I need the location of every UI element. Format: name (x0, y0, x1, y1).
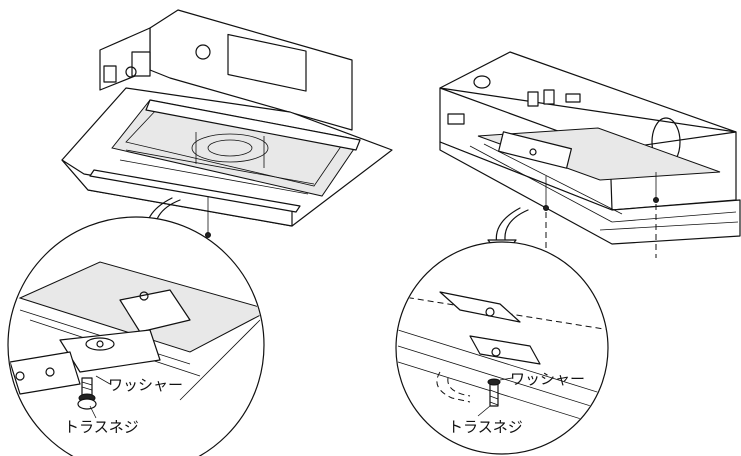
right-detail-circle: ワッシャー トラスネジ (395, 241, 609, 455)
left-screw-label: トラスネジ (64, 418, 139, 436)
right-washer-label: ワッシャー (510, 370, 585, 388)
left-washer-label: ワッシャー (108, 376, 183, 394)
left-screw-icon (77, 377, 97, 410)
left-unit-side-fittings (103, 51, 151, 83)
right-screw-icon (487, 378, 501, 407)
right-unit-fittings (447, 75, 581, 125)
left-detail-circle: ワッシャー トラスネジ (7, 216, 265, 456)
right-screw-label: トラスネジ (448, 418, 523, 436)
right-ceiling-unit (439, 51, 741, 262)
left-cassette-unit (61, 9, 393, 238)
